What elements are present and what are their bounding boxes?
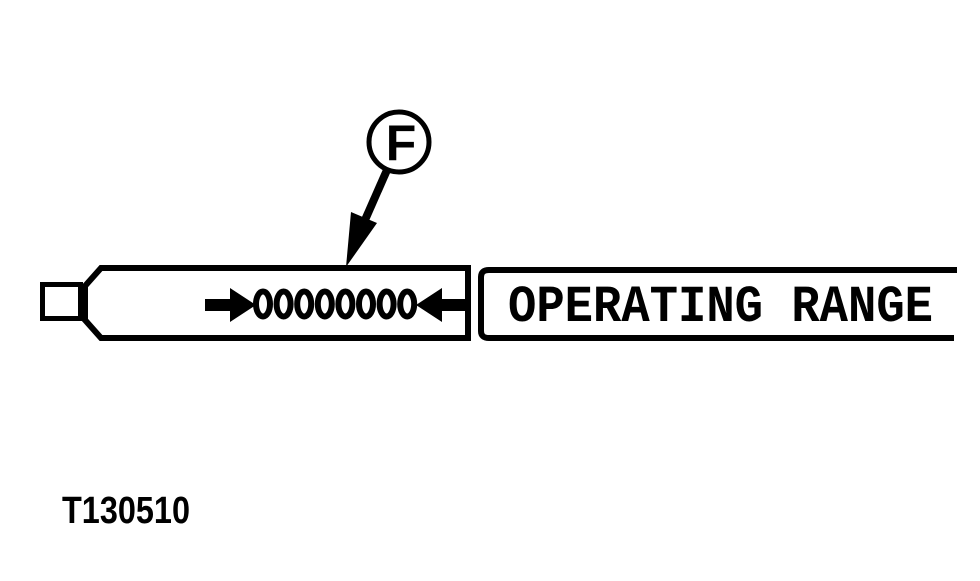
- full-mark-oval: [273, 288, 294, 320]
- dipstick: OPERATING RANGE: [40, 265, 957, 341]
- operating-range-label: OPERATING RANGE: [508, 278, 933, 337]
- callout-circle: [366, 109, 432, 175]
- full-mark-oval: [397, 288, 418, 320]
- callout-leader-arrowhead-icon: [346, 212, 377, 267]
- dipstick-operating-range-section: [478, 267, 957, 341]
- full-mark-oval: [314, 288, 335, 320]
- converge-left-arrow-icon: [416, 288, 467, 322]
- full-mark-oval: [294, 288, 315, 320]
- callout-f: F: [346, 109, 432, 267]
- full-zone-markers: [253, 288, 418, 320]
- full-mark-oval: [376, 288, 397, 320]
- figure-number: T130510: [62, 490, 190, 532]
- callout-label: F: [386, 115, 417, 171]
- full-mark-oval: [356, 288, 376, 320]
- full-mark-oval: [335, 288, 356, 320]
- converge-right-arrow-icon: [205, 288, 256, 322]
- callout-leader-line: [361, 168, 391, 222]
- full-mark-oval: [253, 288, 273, 320]
- dipstick-tip: [40, 282, 83, 321]
